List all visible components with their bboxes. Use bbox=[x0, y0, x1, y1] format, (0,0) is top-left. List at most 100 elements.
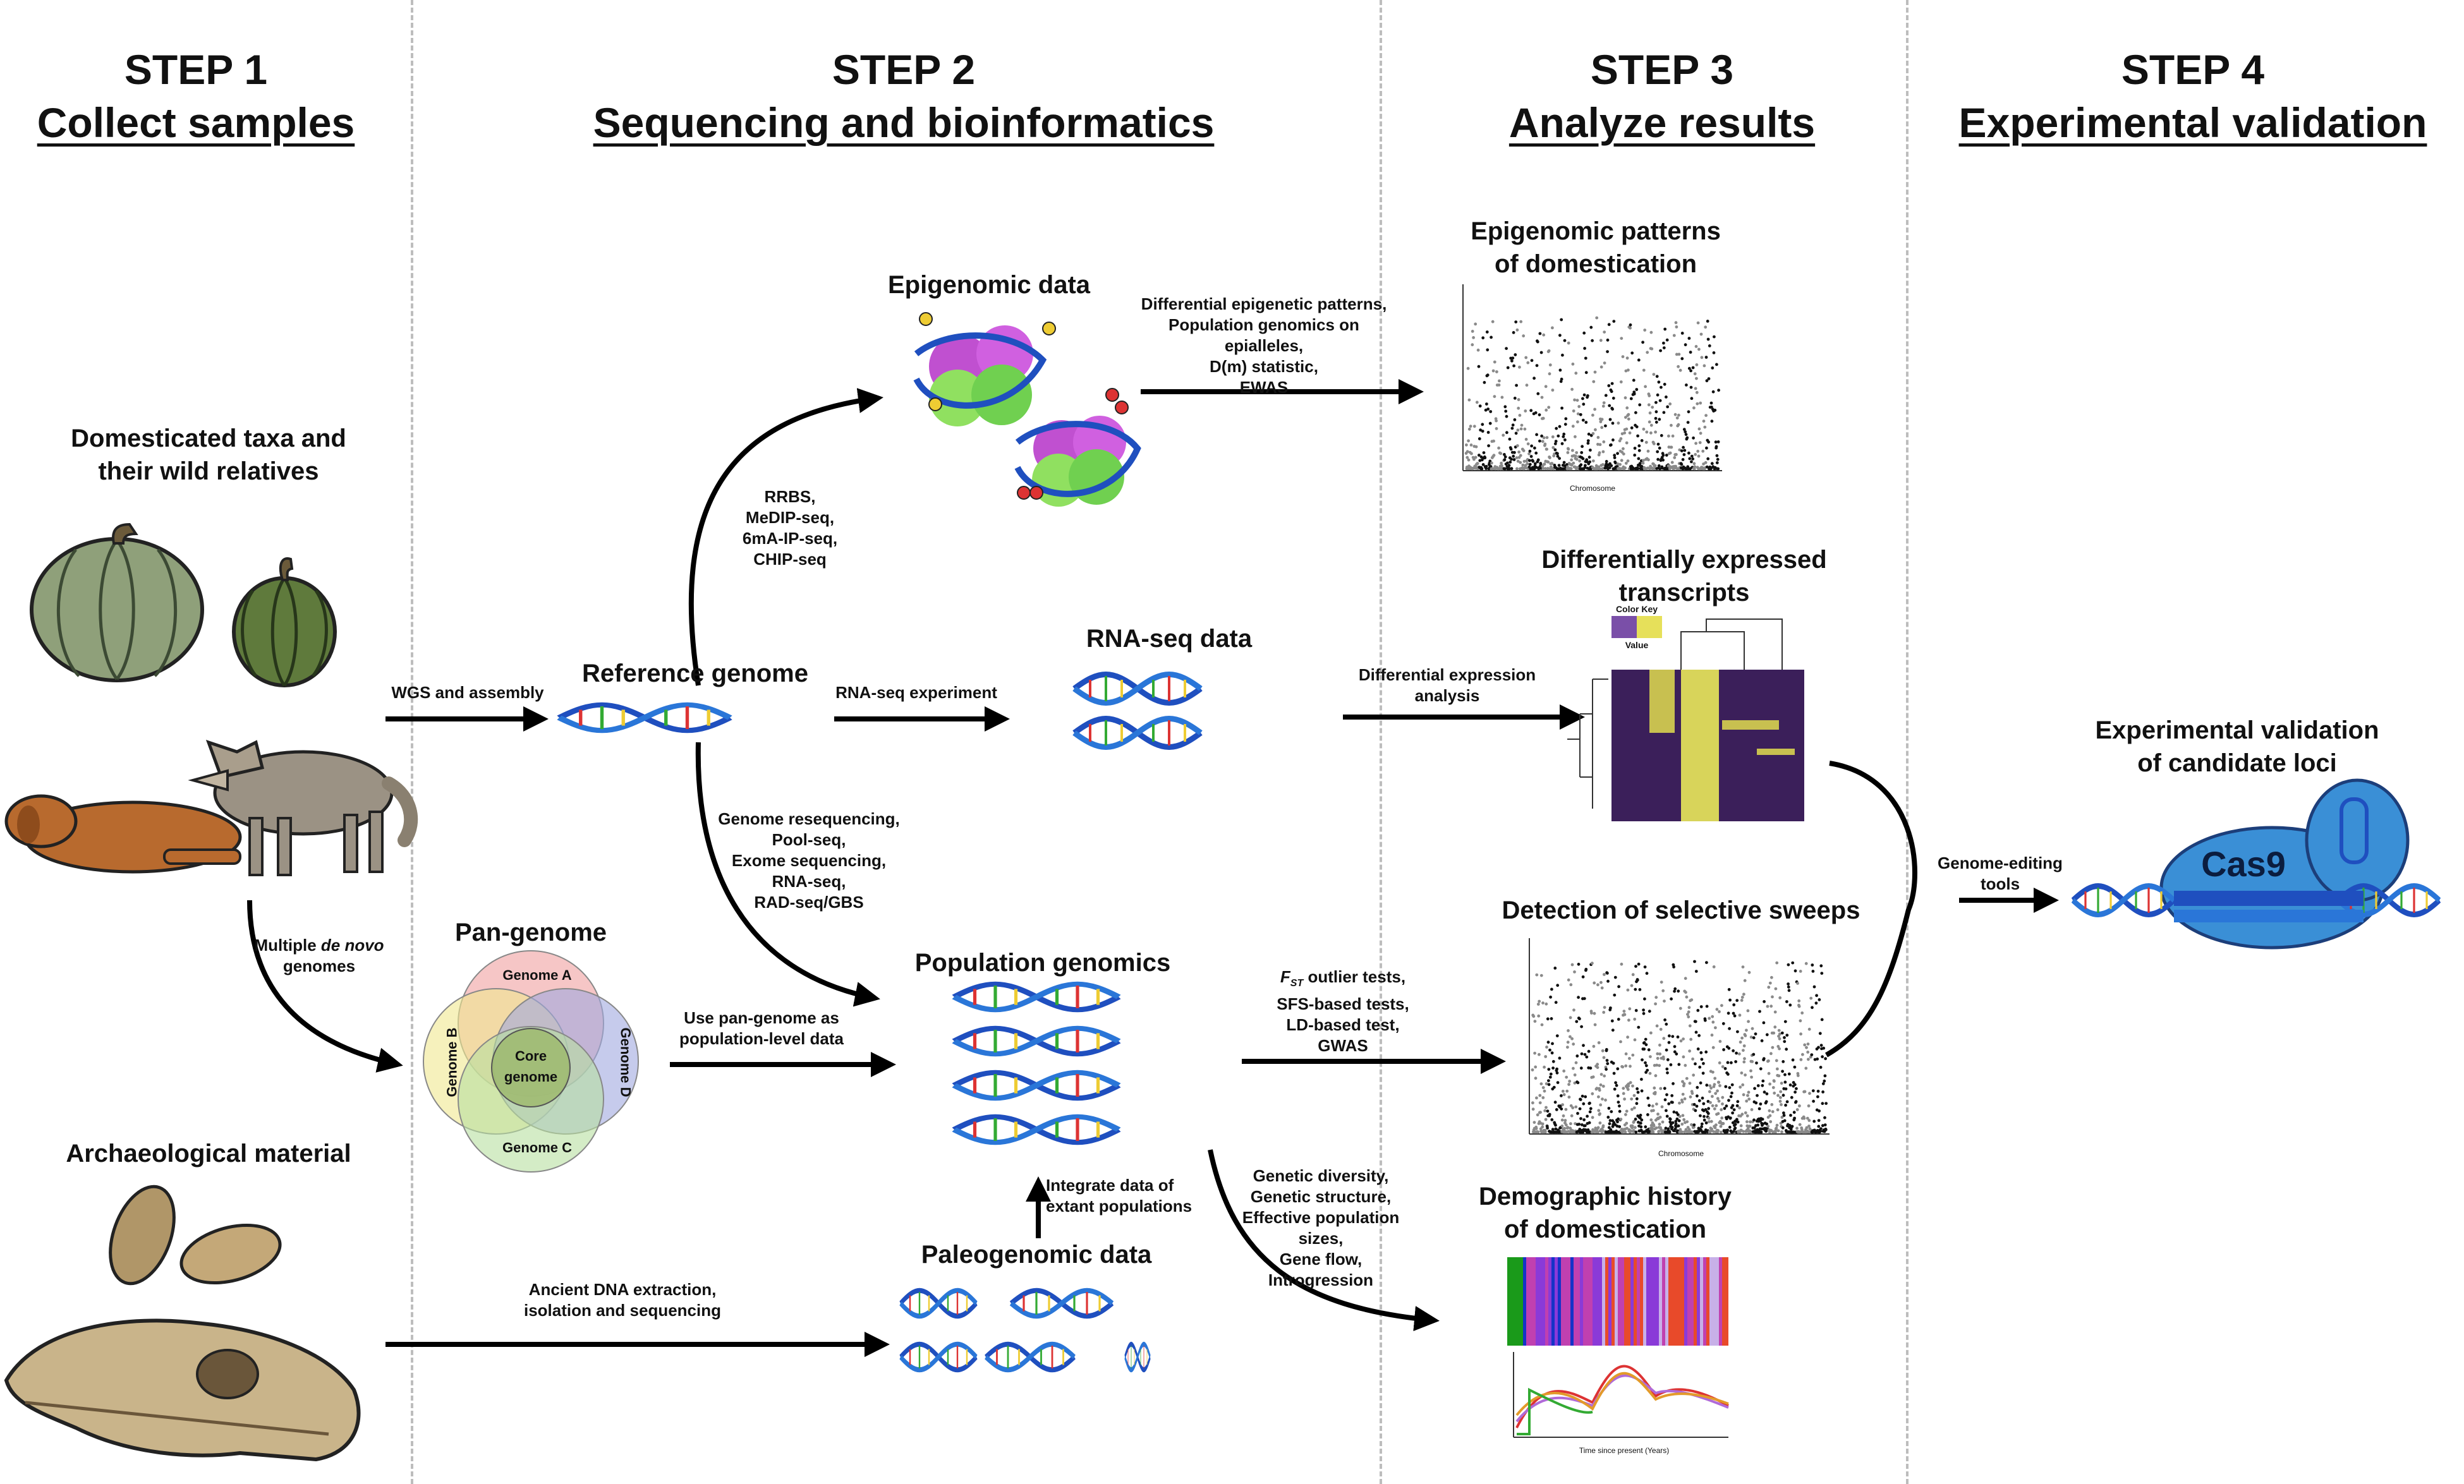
manhattan-point bbox=[1545, 408, 1548, 412]
manhattan-point bbox=[1551, 389, 1555, 392]
manhattan-point bbox=[1617, 985, 1621, 989]
manhattan-point bbox=[1555, 1071, 1559, 1075]
manhattan-point bbox=[1637, 1025, 1641, 1029]
manhattan-point bbox=[1503, 453, 1506, 456]
manhattan-point bbox=[1752, 1053, 1756, 1056]
manhattan-point bbox=[1700, 356, 1704, 359]
manhattan-point bbox=[1634, 1118, 1637, 1121]
label-epi-methods: Differential epigenetic patterns, Popula… bbox=[1141, 294, 1387, 397]
manhattan-point bbox=[1599, 365, 1603, 369]
epi-results-title: Epigenomic patterns of domestication bbox=[1471, 217, 1721, 278]
manhattan-point bbox=[1558, 425, 1562, 428]
epigenome-nucleosome-illustration bbox=[913, 312, 1141, 507]
manhattan-point bbox=[1566, 1126, 1570, 1129]
manhattan-point bbox=[1792, 1111, 1796, 1114]
manhattan-point bbox=[1575, 457, 1579, 461]
manhattan-point bbox=[1717, 389, 1721, 392]
manhattan-point bbox=[1672, 1082, 1675, 1085]
manhattan-point bbox=[1566, 1046, 1569, 1049]
manhattan-point bbox=[1787, 963, 1790, 967]
manhattan-point bbox=[1665, 1048, 1668, 1052]
manhattan-point bbox=[1574, 1061, 1578, 1065]
manhattan-point bbox=[1598, 1121, 1602, 1125]
manhattan-point bbox=[1738, 1106, 1742, 1110]
manhattan-point bbox=[1718, 1084, 1721, 1087]
manhattan-point bbox=[1534, 1077, 1538, 1080]
manhattan-point bbox=[1591, 431, 1595, 435]
manhattan-point bbox=[1575, 1054, 1579, 1058]
manhattan-point bbox=[1563, 423, 1567, 426]
manhattan-point bbox=[1578, 459, 1582, 462]
archaeological-title: Archaeological material bbox=[66, 1140, 351, 1167]
manhattan-point bbox=[1695, 363, 1699, 366]
label-pan-use: Use pan-genome as population-level data bbox=[679, 1008, 844, 1048]
manhattan-point bbox=[1677, 1119, 1681, 1123]
manhattan-point bbox=[1749, 1120, 1752, 1124]
manhattan-point bbox=[1762, 1021, 1766, 1025]
manhattan-point bbox=[1817, 1119, 1821, 1122]
manhattan-point bbox=[1569, 1016, 1572, 1020]
manhattan-point bbox=[1670, 1094, 1674, 1097]
manhattan-point bbox=[1653, 1064, 1656, 1067]
manhattan-point bbox=[1658, 399, 1662, 402]
manhattan-point bbox=[1638, 1116, 1642, 1119]
manhattan-point bbox=[1654, 996, 1658, 999]
manhattan-point bbox=[1510, 359, 1514, 363]
manhattan-point bbox=[1547, 1068, 1551, 1071]
label-rrbs: RRBS, MeDIP-seq, 6mA-IP-seq, CHIP-seq bbox=[742, 487, 838, 569]
manhattan-point bbox=[1549, 995, 1553, 999]
manhattan-point bbox=[1747, 970, 1751, 974]
manhattan-point bbox=[1545, 1002, 1548, 1006]
manhattan-point bbox=[1732, 1003, 1736, 1006]
manhattan-point bbox=[1816, 1095, 1819, 1099]
manhattan-point bbox=[1735, 1118, 1739, 1121]
structure-bar bbox=[1703, 1257, 1706, 1346]
manhattan-point bbox=[1481, 430, 1484, 433]
manhattan-point bbox=[1536, 1113, 1539, 1117]
manhattan-point bbox=[1657, 380, 1661, 384]
manhattan-point bbox=[1633, 1038, 1637, 1042]
manhattan-point bbox=[1612, 1121, 1616, 1125]
manhattan-point bbox=[1521, 463, 1525, 467]
manhattan-point bbox=[1472, 425, 1476, 428]
manhattan-point bbox=[1686, 421, 1690, 424]
manhattan-point bbox=[1665, 1093, 1668, 1097]
manhattan-point bbox=[1597, 1109, 1601, 1113]
manhattan-point bbox=[1673, 989, 1677, 993]
manhattan-point bbox=[1677, 365, 1680, 368]
manhattan-point bbox=[1554, 1001, 1558, 1004]
manhattan-point bbox=[1624, 1064, 1628, 1068]
manhattan-point bbox=[1621, 355, 1625, 358]
manhattan-point bbox=[1663, 382, 1666, 386]
manhattan-point bbox=[1704, 1121, 1708, 1125]
manhattan-point bbox=[1749, 1069, 1752, 1073]
manhattan-point bbox=[1668, 1130, 1672, 1134]
manhattan-point bbox=[1599, 980, 1603, 984]
manhattan-point bbox=[1636, 434, 1640, 438]
manhattan-point bbox=[1775, 1059, 1778, 1063]
manhattan-point bbox=[1701, 449, 1705, 453]
manhattan-point bbox=[1781, 1094, 1785, 1097]
manhattan-point bbox=[1656, 1056, 1660, 1060]
manhattan-point bbox=[1602, 1011, 1606, 1014]
manhattan-point bbox=[1648, 1104, 1651, 1107]
manhattan-point bbox=[1750, 1075, 1754, 1079]
manhattan-point bbox=[1702, 364, 1706, 368]
manhattan-point bbox=[1735, 999, 1739, 1002]
venn-genome-c: Genome C bbox=[502, 1140, 573, 1155]
manhattan-point bbox=[1714, 1092, 1718, 1095]
manhattan-point bbox=[1704, 356, 1708, 359]
manhattan-point bbox=[1698, 441, 1702, 444]
manhattan-point bbox=[1555, 1067, 1559, 1071]
manhattan-point bbox=[1551, 1066, 1555, 1070]
manhattan-point bbox=[1555, 1108, 1558, 1111]
manhattan-point bbox=[1716, 1112, 1720, 1116]
step-1-subtitle: Collect samples bbox=[37, 99, 355, 146]
manhattan-point bbox=[1821, 1090, 1825, 1094]
manhattan-point bbox=[1474, 445, 1478, 449]
manhattan-point bbox=[1811, 970, 1815, 973]
manhattan-point bbox=[1582, 1044, 1585, 1047]
manhattan-point bbox=[1675, 416, 1679, 419]
label-diff-expr: Differential expression analysis bbox=[1358, 665, 1536, 705]
manhattan-point bbox=[1646, 1096, 1650, 1100]
